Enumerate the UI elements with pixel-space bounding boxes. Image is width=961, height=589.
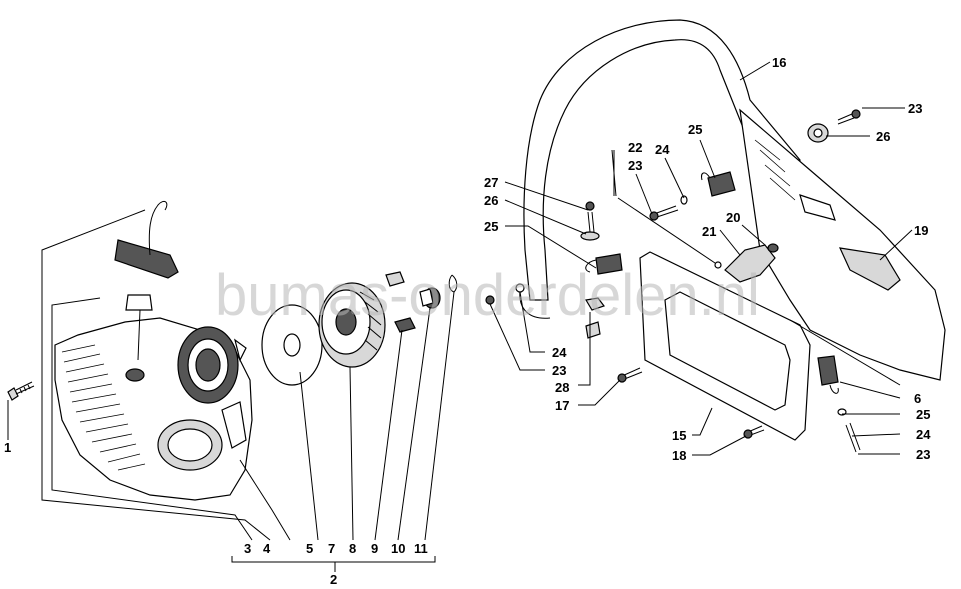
label-24-mid: 24: [552, 345, 567, 360]
label-19: 19: [914, 223, 928, 238]
pawl-parts: [385, 271, 458, 333]
label-27: 27: [484, 175, 498, 190]
label-15: 15: [672, 428, 686, 443]
washer-plate: [261, 304, 323, 386]
label-4: 4: [263, 541, 271, 556]
screw-left: [7, 381, 35, 401]
label-26-mid: 26: [484, 193, 498, 208]
right-leader-lines: [489, 61, 913, 456]
brake-lever: [724, 243, 779, 283]
label-21: 21: [702, 224, 716, 239]
label-10: 10: [391, 541, 405, 556]
label-26-top: 26: [876, 129, 890, 144]
rope-pulley: [318, 282, 386, 368]
left-leader-lines: [7, 209, 455, 572]
label-6: 6: [914, 391, 921, 406]
label-7: 7: [328, 541, 335, 556]
label-16: 16: [772, 55, 786, 70]
label-25-low: 25: [916, 407, 930, 422]
label-28: 28: [555, 380, 569, 395]
label-24-low: 24: [916, 427, 931, 442]
brake-cover-plate: [639, 251, 811, 441]
label-22: 22: [628, 140, 642, 155]
label-3: 3: [244, 541, 251, 556]
label-9: 9: [371, 541, 378, 556]
label-23-top: 23: [908, 101, 922, 116]
label-11: 11: [414, 541, 428, 556]
recoil-spring: [177, 326, 247, 404]
watermark-text: bumas-onderdelen.nl: [215, 263, 760, 328]
label-2: 2: [330, 572, 337, 587]
hand-guard: [519, 19, 946, 381]
label-20: 20: [726, 210, 740, 225]
label-23-bottom: 23: [916, 447, 930, 462]
label-23-mid: 23: [628, 158, 642, 173]
small-fasteners: [485, 109, 861, 453]
label-25-mid: 25: [484, 219, 498, 234]
label-23-low: 23: [552, 363, 566, 378]
label-24-top: 24: [655, 142, 670, 157]
label-17: 17: [555, 398, 569, 413]
label-5: 5: [306, 541, 313, 556]
label-1: 1: [4, 440, 11, 455]
callout-labels: 1 3 4 5 7 8 9 10 11 2 16 23 26 19 25 22 …: [4, 55, 931, 587]
label-25-top: 25: [688, 122, 702, 137]
label-8: 8: [349, 541, 356, 556]
label-18: 18: [672, 448, 686, 463]
starter-handle: [114, 200, 179, 382]
